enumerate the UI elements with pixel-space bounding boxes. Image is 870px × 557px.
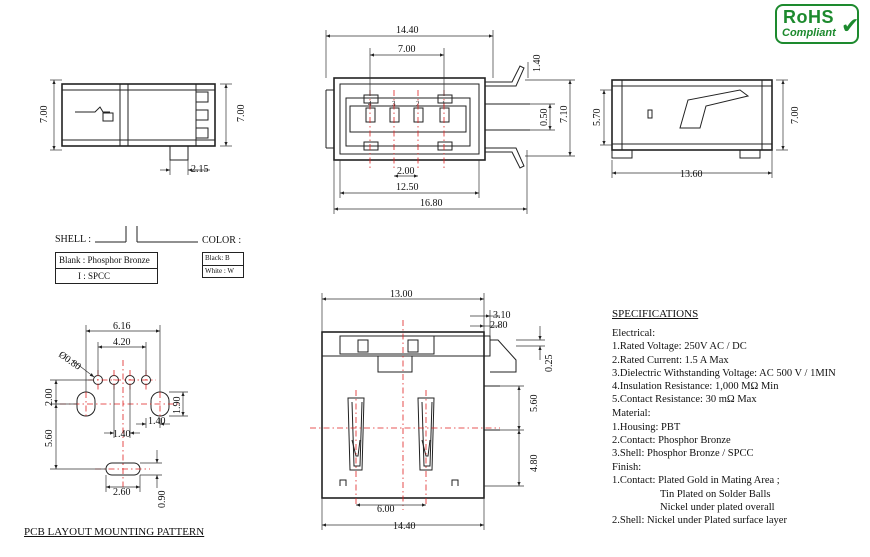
pcb-layout: 6.16 4.20 Ø0.80 2.00 1.90 1.40 1.40 5.60… <box>44 321 188 508</box>
dim-front-pitch: 7.00 <box>398 44 416 55</box>
dim-pcb-260: 2.60 <box>113 487 131 498</box>
dim-top-1300: 13.00 <box>390 289 413 300</box>
checkmark-icon: ✔ <box>841 14 860 39</box>
spec-rated-voltage: 1.Rated Voltage: 250V AC / DC <box>612 341 747 353</box>
color-option-2: White : W <box>205 267 235 275</box>
dim-right-700: 7.00 <box>790 107 801 125</box>
spec-contact-material: 2.Contact: Phosphor Bronze <box>612 434 731 446</box>
color-label: COLOR : <box>202 235 242 246</box>
spec-housing: 1.Housing: PBT <box>612 421 681 433</box>
shell-label: SHELL : <box>55 234 92 245</box>
dim-left-h1: 7.00 <box>39 106 50 124</box>
dim-top-600: 6.00 <box>377 504 395 515</box>
dim-front-pin-gap: 2.00 <box>397 166 415 177</box>
rohs-badge: RoHS Compliant ✔ <box>775 4 859 44</box>
dim-pcb-616: 6.16 <box>113 321 131 332</box>
shell-option-2: I : SPCC <box>78 271 111 281</box>
dim-top-480: 4.80 <box>529 455 540 473</box>
spec-contact-finish: 1.Contact: Plated Gold in Mating Area ; <box>612 475 780 487</box>
specifications-panel: SPECIFICATIONS Electrical: 1.Rated Volta… <box>612 308 867 527</box>
dim-pcb-560: 5.60 <box>44 430 55 448</box>
specs-finish-heading: Finish: <box>612 462 642 474</box>
spec-shell-finish: 2.Shell: Nickel under Plated surface lay… <box>612 515 787 527</box>
rohs-title: RoHS <box>783 7 834 27</box>
front-view: 4 3 2 1 14.40 7.00 1.40 2.00 12.50 16. <box>325 25 575 214</box>
dim-top-310: 3.10 <box>493 310 511 321</box>
spec-contact-resistance: 5.Contact Resistance: 30 mΩ Max <box>612 394 757 406</box>
dim-front-total: 16.80 <box>420 198 443 209</box>
dim-top-280: 2.80 <box>490 320 508 331</box>
dim-front-w: 14.40 <box>396 25 419 36</box>
left-side-view: 7.00 7.00 2.15 <box>39 79 247 175</box>
dim-right-len: 13.60 <box>680 169 703 180</box>
dim-front-050: 0.50 <box>539 109 550 127</box>
dim-left-w: 2.15 <box>191 164 209 175</box>
dim-pcb-090: 0.90 <box>157 491 168 509</box>
spec-dielectric: 3.Dielectric Withstanding Voltage: AC 50… <box>612 367 836 379</box>
dim-front-710: 7.10 <box>559 106 570 124</box>
dim-left-h2: 7.00 <box>236 105 247 123</box>
dim-top-1440: 14.40 <box>393 521 416 532</box>
option-leaders <box>95 226 198 243</box>
color-option-table: Black: B White : W <box>202 252 244 278</box>
dim-pcb-420: 4.20 <box>113 337 131 348</box>
pcb-layout-title: PCB LAYOUT MOUNTING PATTERN <box>24 526 205 538</box>
specs-material-heading: Material: <box>612 408 651 420</box>
shell-option-table: Blank : Phosphor Bronze I : SPCC <box>55 252 158 284</box>
right-side-view: 5.70 7.00 13.60 <box>592 79 801 180</box>
spec-contact-finish-2: Tin Plated on Solder Balls <box>660 488 771 500</box>
top-view: 13.00 3.10 2.80 0.25 5.60 4.80 6.00 14.4… <box>310 289 555 532</box>
dim-front-top: 1.40 <box>532 55 543 73</box>
color-option-1: Black: B <box>203 253 243 266</box>
dim-pcb-140b: 1.40 <box>113 429 131 440</box>
spec-shell-material: 3.Shell: Phosphor Bronze / SPCC <box>612 448 754 460</box>
shell-option-1: Blank : Phosphor Bronze <box>56 253 157 269</box>
dim-right-570: 5.70 <box>592 109 603 127</box>
spec-insulation: 4.Insulation Resistance: 1,000 MΩ Min <box>612 381 779 393</box>
dim-pcb-200: 2.00 <box>44 389 55 407</box>
rohs-subtitle: Compliant <box>782 27 836 39</box>
dim-top-025: 0.25 <box>544 355 555 373</box>
dim-front-body: 12.50 <box>396 182 419 193</box>
specs-title: SPECIFICATIONS <box>612 308 699 320</box>
dim-top-560: 5.60 <box>529 395 540 413</box>
spec-rated-current: 2.Rated Current: 1.5 A Max <box>612 354 729 366</box>
specs-electrical-heading: Electrical: <box>612 328 656 340</box>
dim-pcb-140a: 1.40 <box>148 416 166 427</box>
spec-contact-finish-3: Nickel under plated overall <box>660 501 775 513</box>
dim-pcb-190: 1.90 <box>172 397 183 415</box>
dim-pcb-080: Ø0.80 <box>56 349 83 372</box>
